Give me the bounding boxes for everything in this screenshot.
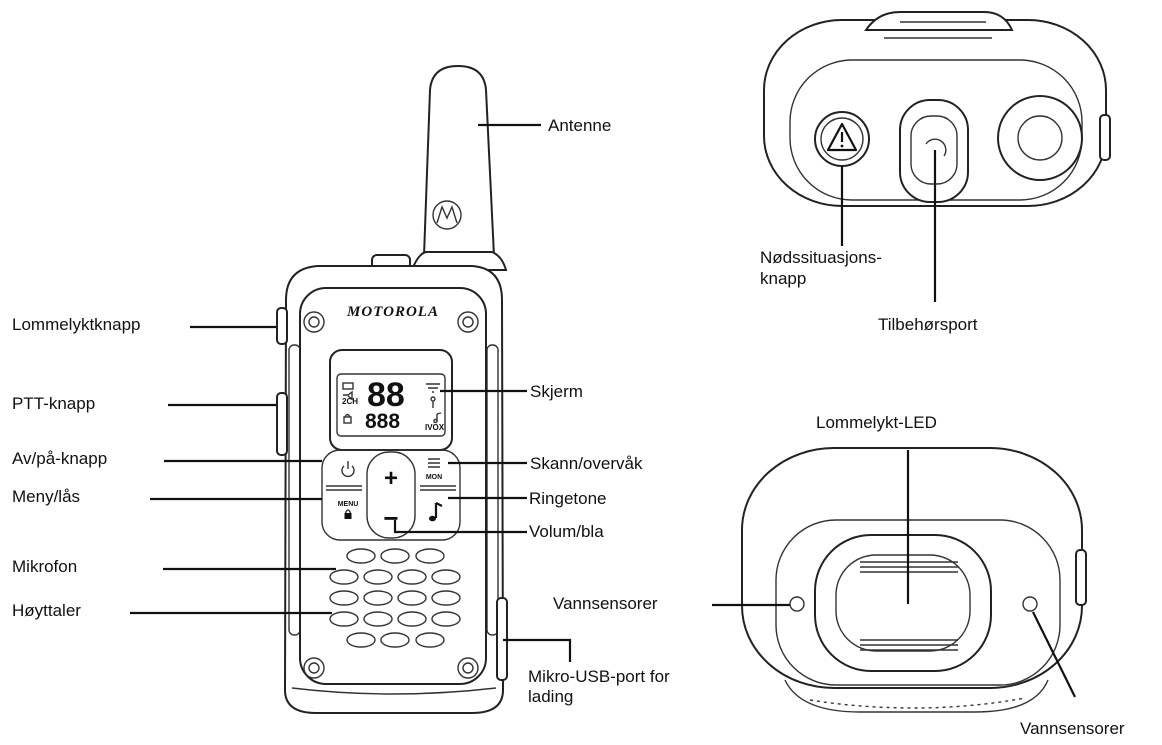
warning-triangle-icon	[826, 122, 858, 152]
battery-seam	[291, 687, 497, 695]
leader-usb-port	[503, 638, 572, 662]
right-key-divider	[420, 485, 456, 491]
ptt-button	[276, 392, 288, 456]
belt-clip-tab	[864, 11, 1014, 31]
lcd-speaker-icon	[343, 390, 353, 401]
label-microphone: Mikrofon	[12, 557, 77, 576]
label-flashlight-led: Lommelykt-LED	[816, 413, 937, 432]
top-view-skirt-texture	[809, 697, 1026, 709]
screw-bottom-left	[303, 657, 325, 679]
grill-hole	[431, 569, 461, 585]
lcd-2ch-text: 2CH	[342, 397, 358, 406]
speaker-grill	[329, 548, 461, 648]
side-bump-top-view	[1099, 114, 1111, 161]
lcd-code-digits: 888	[365, 410, 400, 433]
grill-hole	[329, 590, 359, 606]
label-flashlight-button: Lommelyktknapp	[12, 315, 141, 334]
radio-top-view	[741, 447, 1087, 713]
top-view-skirt	[784, 679, 1049, 713]
label-scan-monitor: Skann/overvåk	[530, 454, 643, 473]
leader-water-sensor-right	[1032, 611, 1076, 698]
grill-hole	[397, 569, 427, 585]
grill-hole	[363, 569, 393, 585]
radio-front-view: MOTOROLA 88 888 2CH IVOX + − MENU	[276, 64, 508, 714]
grill-hole	[397, 611, 427, 627]
label-volume-scroll: Volum/bla	[529, 522, 604, 541]
label-usb-port-line1: Mikro-USB-port for	[528, 667, 670, 686]
volume-rocker	[366, 451, 416, 539]
label-water-sensors-right: Vannsensorer	[1020, 719, 1125, 738]
label-antenna: Antenne	[548, 116, 611, 135]
lcd-note-icon	[433, 412, 442, 424]
left-key-divider	[326, 485, 362, 491]
power-icon	[341, 461, 355, 478]
leader-volume-scroll	[393, 520, 527, 534]
lcd-ivox-text: IVOX	[425, 423, 445, 432]
flashlight-button	[276, 307, 288, 345]
scan-icon	[428, 458, 440, 468]
grill-hole	[346, 548, 376, 564]
label-ringtone: Ringetone	[529, 489, 607, 508]
keypad-frame	[321, 449, 461, 541]
lcd-channel-digits: 88	[367, 376, 405, 414]
emergency-button	[814, 111, 870, 167]
label-usb-port-line2: lading	[528, 687, 573, 706]
screw-bottom-right	[457, 657, 479, 679]
speaker-grille-round	[997, 95, 1083, 181]
volume-up-key: +	[384, 465, 398, 492]
lcd-lock-icon	[343, 413, 352, 424]
grill-hole	[431, 590, 461, 606]
grill-hole	[329, 611, 359, 627]
top-view-inner-panel	[775, 519, 1061, 686]
antenna	[422, 64, 496, 257]
side-bump-bottom-view	[1075, 549, 1087, 606]
label-accessory-port: Tilbehørsport	[878, 315, 978, 334]
grill-hole	[415, 632, 445, 648]
grill-hole	[380, 548, 410, 564]
label-emergency-line1: Nødssituasjons-	[760, 248, 882, 267]
grill-hole	[363, 590, 393, 606]
label-menu-lock: Meny/lås	[12, 487, 80, 506]
motorola-logo-icon	[432, 200, 462, 230]
volume-down-key: −	[383, 503, 398, 533]
grill-hole	[431, 611, 461, 627]
menu-key-label: MENU	[338, 501, 359, 508]
microphone-hole	[329, 569, 359, 585]
label-emergency-line2: knapp	[760, 269, 806, 288]
grill-hole	[346, 632, 376, 648]
lcd-person-icon	[430, 396, 436, 408]
label-ptt-button: PTT-knapp	[12, 394, 95, 413]
brand-logo-text: MOTOROLA	[346, 304, 439, 320]
flashlight-led	[814, 534, 992, 672]
label-display: Skjerm	[530, 382, 583, 401]
lcd-battery-icon	[342, 382, 354, 390]
belt-clip-line	[884, 21, 992, 39]
label-speaker: Høyttaler	[12, 601, 81, 620]
grill-hole	[380, 632, 410, 648]
screw-top-left	[303, 311, 325, 333]
mon-key-label: MON	[426, 474, 442, 481]
lcd-screen	[336, 373, 446, 437]
grill-hole	[397, 590, 427, 606]
screw-top-right	[457, 311, 479, 333]
music-note-icon	[429, 502, 443, 522]
radio-bottom-view	[763, 11, 1111, 207]
lock-icon	[344, 509, 352, 519]
label-water-sensors-left: Vannsensorer	[553, 594, 658, 613]
grill-hole	[415, 548, 445, 564]
water-sensor-right	[1022, 596, 1038, 612]
lcd-signal-icon	[426, 383, 440, 393]
label-power-button: Av/på-knapp	[12, 449, 107, 468]
grill-hole	[363, 611, 393, 627]
